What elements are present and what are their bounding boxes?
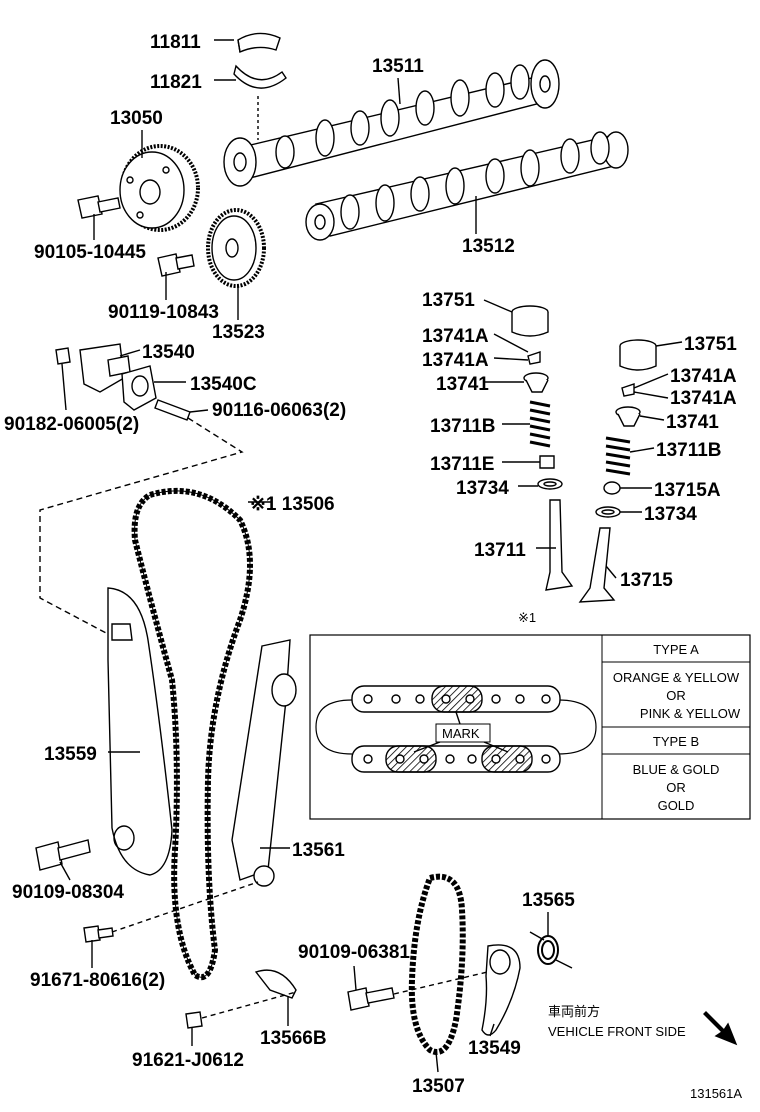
keeper-13741a-right-drawing [621,383,635,397]
label-13741a-1: 13741A [422,326,489,347]
inset-type-a: TYPE A [653,642,699,657]
direction-jp: 車両前方 [548,1004,600,1019]
label-13711b-right: 13711B [656,440,722,461]
label-13512: 13512 [462,236,515,257]
bolt-90109-08304-drawing [35,839,91,871]
keeper-13741a-drawing [527,351,541,365]
label-90119-10843: 90119-10843 [108,302,219,323]
label-13566b: 13566B [260,1028,327,1049]
label-13751-right: 13751 [684,334,737,355]
label-13549: 13549 [468,1038,521,1059]
sprocket-13523-drawing [206,208,266,288]
washer-13734-drawing [537,478,563,490]
gasket-13540c-drawing [121,365,157,411]
label-13741a-3: 13741A [670,366,737,387]
label-13565: 13565 [522,890,575,911]
timing-chain-13506-drawing [131,487,253,981]
inset-type-b-color-3: GOLD [658,798,695,813]
bolt-91671-drawing [83,925,114,943]
inset-type-b-color-2: OR [666,780,686,795]
label-90109-06381: 90109-06381 [298,942,410,963]
stud-90116-drawing [154,399,191,421]
washer-13734-right-drawing [595,506,621,518]
label-91621-j0612: 91621-J0612 [132,1050,244,1071]
bearing-11811-drawing [237,32,281,54]
label-90109-08304: 90109-08304 [12,882,124,903]
spring-13565-drawing [529,931,573,969]
spring-13711b-right-drawing [605,436,631,476]
inset-mark-label: MARK [442,726,480,741]
retainer-13741-drawing [523,372,549,393]
bolt-90109-06381-drawing [347,987,395,1011]
inset-type-a-color-1: ORANGE & YELLOW [613,670,740,685]
bolt-90105-drawing [77,195,121,219]
label-13741-left: 13741 [436,374,489,395]
label-13050: 13050 [110,108,163,129]
label-13540: 13540 [142,342,195,363]
bolt-91621-drawing [185,1011,203,1029]
label-13715: 13715 [620,570,673,591]
label-13734-right: 13734 [644,504,697,525]
camshaft-13512-drawing [305,131,629,241]
label-13715a: 13715A [654,480,721,501]
timing-chain-13507-drawing [408,873,466,1055]
bearing-11821-drawing [233,64,287,89]
camshaft-13511-drawing [223,59,560,187]
label-13711: 13711 [474,540,526,561]
label-13711e: 13711E [430,454,494,475]
direction-arrow-icon [703,1011,738,1046]
spring-13711b-drawing [529,400,551,448]
label-13540c: 13540C [190,374,257,395]
chain-damper-13561-drawing [231,639,297,887]
seal-13715a-drawing [603,481,621,495]
bolt-90119-drawing [157,253,195,277]
label-13507: 13507 [412,1076,465,1097]
tensioner-13540-drawing [55,343,131,393]
direction-en: VEHICLE FRONT SIDE [548,1024,686,1039]
inset-type-b: TYPE B [653,734,699,749]
lifter-13751-right-drawing [619,339,657,371]
label-11811: 11811 [150,32,201,53]
label-13751-left: 13751 [422,290,475,311]
chain-guide-13559-drawing [107,587,173,876]
inset-ref: ※1 [518,610,536,625]
tensioner-arm-13549-drawing [481,944,521,1036]
label-11821: 11821 [150,72,202,93]
valve-13711-drawing [545,499,574,591]
label-13561: 13561 [292,840,345,861]
label-13711b-left: 13711B [430,416,496,437]
label-90182-06005: 90182-06005(2) [4,414,139,435]
guide-13566b-drawing [254,969,297,999]
label-90116-06063: 90116-06063(2) [212,400,346,421]
label-13741a-2: 13741A [422,350,489,371]
label-13511: 13511 [372,56,424,77]
vvt-gear-13050-drawing [119,144,200,232]
valve-lifter-13751-drawing [511,305,549,337]
inset-type-a-color-3: PINK & YELLOW [640,706,741,721]
label-13506: ※1 13506 [250,494,335,515]
figure-id: 131561A [690,1086,742,1101]
retainer-13741-right-drawing [615,406,641,427]
label-13523: 13523 [212,322,265,343]
inset-type-a-color-2: OR [666,688,686,703]
seal-13711e-drawing [539,455,555,469]
label-13741a-4: 13741A [670,388,737,409]
label-91671-80616: 91671-80616(2) [30,970,165,991]
label-13734-left: 13734 [456,478,509,499]
inset-type-b-color-1: BLUE & GOLD [633,762,720,777]
label-13559: 13559 [44,744,97,765]
label-13741-right: 13741 [666,412,719,433]
label-90105-10445: 90105-10445 [34,242,146,263]
inset-chain-drawing [315,685,597,773]
valve-13715-drawing [578,527,616,603]
